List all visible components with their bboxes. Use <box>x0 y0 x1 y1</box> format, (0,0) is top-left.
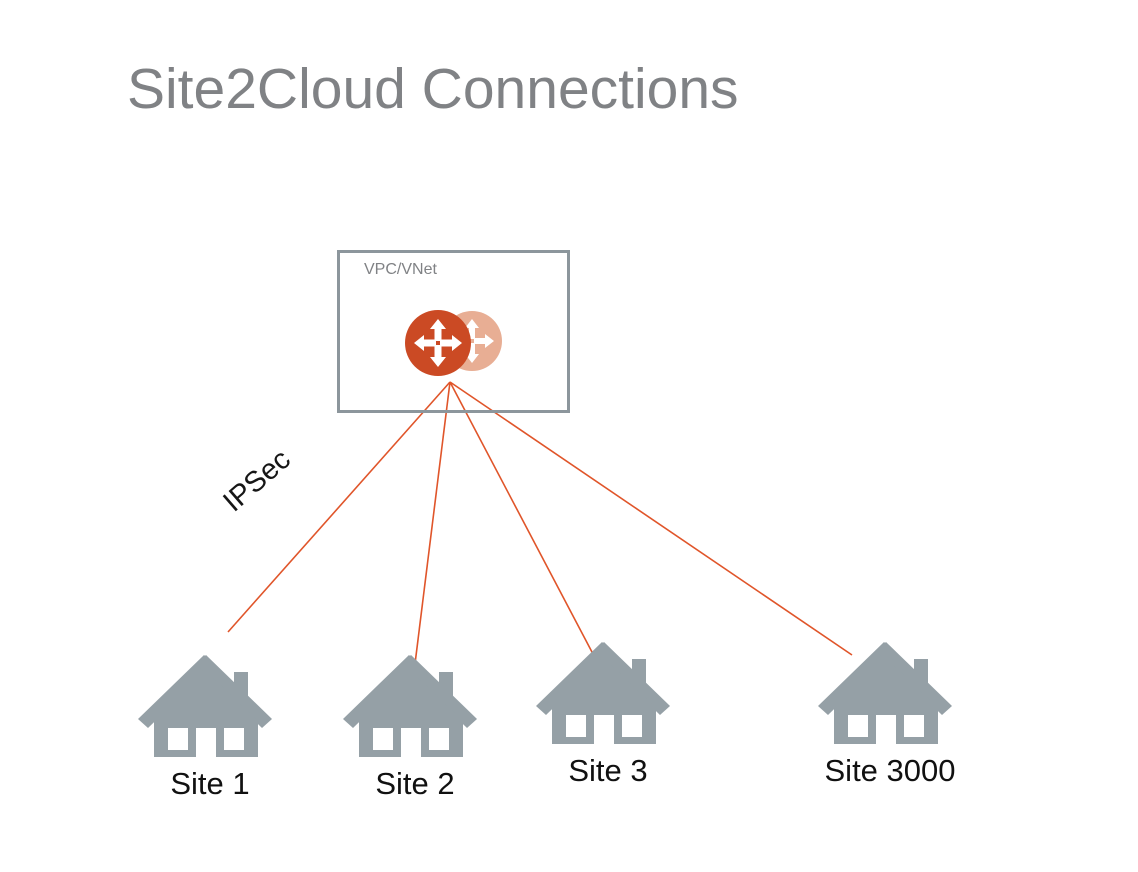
vpc-vnet-container[interactable]: VPC/VNet <box>337 250 570 413</box>
vpc-vnet-label: VPC/VNet <box>364 261 437 278</box>
site-node-3000[interactable]: Site 3000 <box>812 632 968 786</box>
site-label-1: Site 1 <box>170 766 250 801</box>
router-cluster[interactable] <box>400 306 508 382</box>
site-node-1[interactable]: Site 1 <box>132 645 288 799</box>
site-label-3000: Site 3000 <box>824 753 956 788</box>
link-to-site-1 <box>227 381 451 633</box>
site-node-3[interactable]: Site 3 <box>530 632 686 786</box>
site-node-2[interactable]: Site 2 <box>337 645 493 799</box>
page-title: Site2Cloud Connections <box>127 57 739 121</box>
house-icon <box>818 642 952 744</box>
house-icon <box>343 655 477 757</box>
ipsec-connection-label: IPSec <box>217 443 297 519</box>
link-to-site-4 <box>449 381 853 656</box>
link-to-site-2 <box>411 381 451 689</box>
house-icon <box>536 642 670 744</box>
site-label-2: Site 2 <box>375 766 455 801</box>
house-icon <box>138 655 272 757</box>
site-label-3: Site 3 <box>568 753 648 788</box>
router-icon <box>405 310 502 376</box>
